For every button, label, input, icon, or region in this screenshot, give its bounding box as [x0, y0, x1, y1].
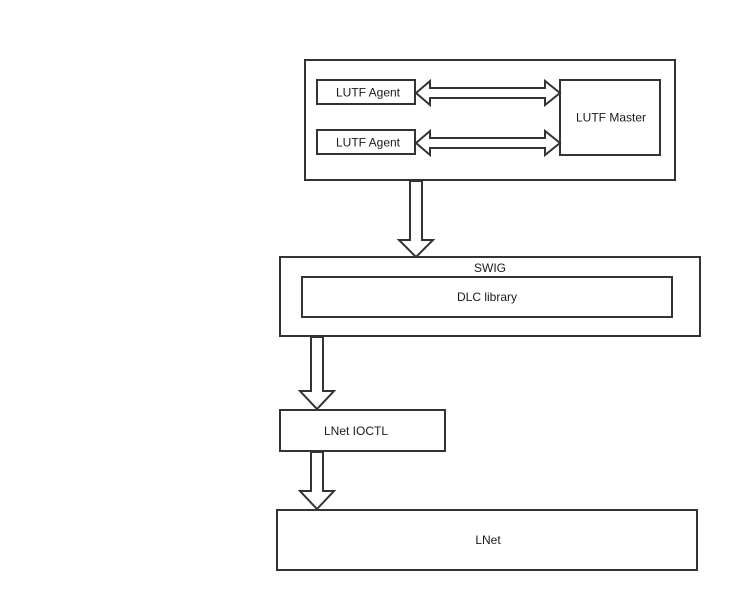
lutf-to-swig-arrow — [396, 180, 436, 259]
lutf-agent-box-2 — [316, 129, 416, 155]
lnet-ioctl-node: LNet IOCTL — [279, 409, 446, 452]
dlc-library-box — [301, 276, 673, 318]
lnet-node: LNet — [276, 509, 698, 571]
lutf-agent-node-2: LUTF Agent — [316, 129, 416, 155]
agent-1-master-double-arrow — [414, 78, 562, 108]
dlc-library-node: DLC library — [301, 276, 673, 318]
swig-to-ioctl-arrow — [297, 336, 337, 411]
lnet-ioctl-label: LNet IOCTL — [324, 424, 388, 438]
lutf-agent-node-1: LUTF Agent — [316, 79, 416, 105]
lutf-agent-label-1: LUTF Agent — [336, 86, 401, 100]
swig-label: SWIG — [474, 261, 506, 275]
lutf-master-node: LUTF Master — [559, 79, 661, 156]
agent-2-master-double-arrow — [414, 128, 562, 158]
ioctl-to-lnet-arrow — [297, 451, 337, 511]
lnet-ioctl-box — [279, 409, 446, 452]
lnet-box — [276, 509, 698, 571]
lutf-agent-label-2: LUTF Agent — [336, 136, 401, 150]
lutf-agent-box-1 — [316, 79, 416, 105]
lutf-master-label: LUTF Master — [576, 111, 646, 125]
lutf-master-box — [559, 79, 661, 156]
lnet-label: LNet — [475, 533, 501, 547]
dlc-library-label: DLC library — [457, 290, 517, 304]
